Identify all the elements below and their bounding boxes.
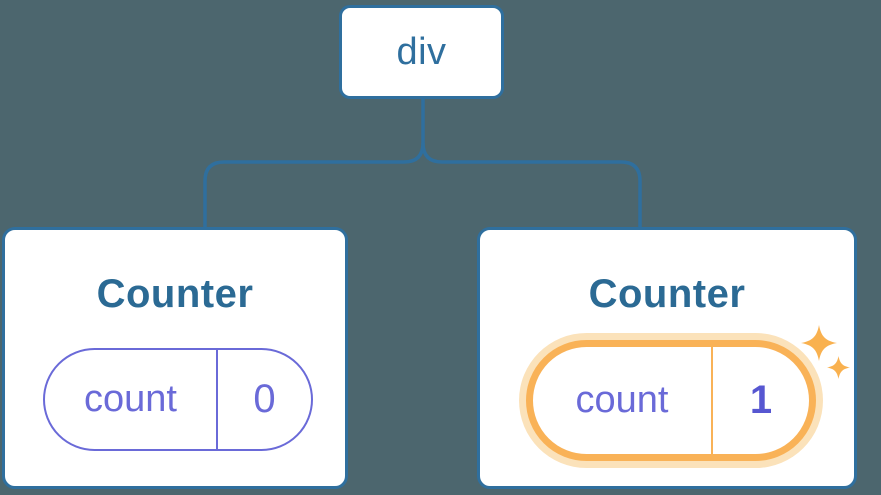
state-key-label: count [45,350,218,449]
state-pill: count 0 [43,348,313,451]
tree-node-counter-right: Counter count 1 [477,227,857,489]
state-value: 0 [253,377,276,421]
sparkle-icon [827,356,850,379]
tree-node-root: div [339,5,504,99]
component-title: Counter [588,272,746,316]
tree-node-counter-left: Counter count 0 [2,227,348,489]
state-value: 1 [749,378,773,422]
root-node-label: div [396,30,447,73]
connector-right-branch [421,142,642,228]
state-pill-highlighted: count 1 [526,340,816,461]
sparkle-icon [801,325,837,361]
connector-left-branch [203,99,425,228]
state-key-label: count [533,347,713,454]
component-title: Counter [96,272,254,316]
